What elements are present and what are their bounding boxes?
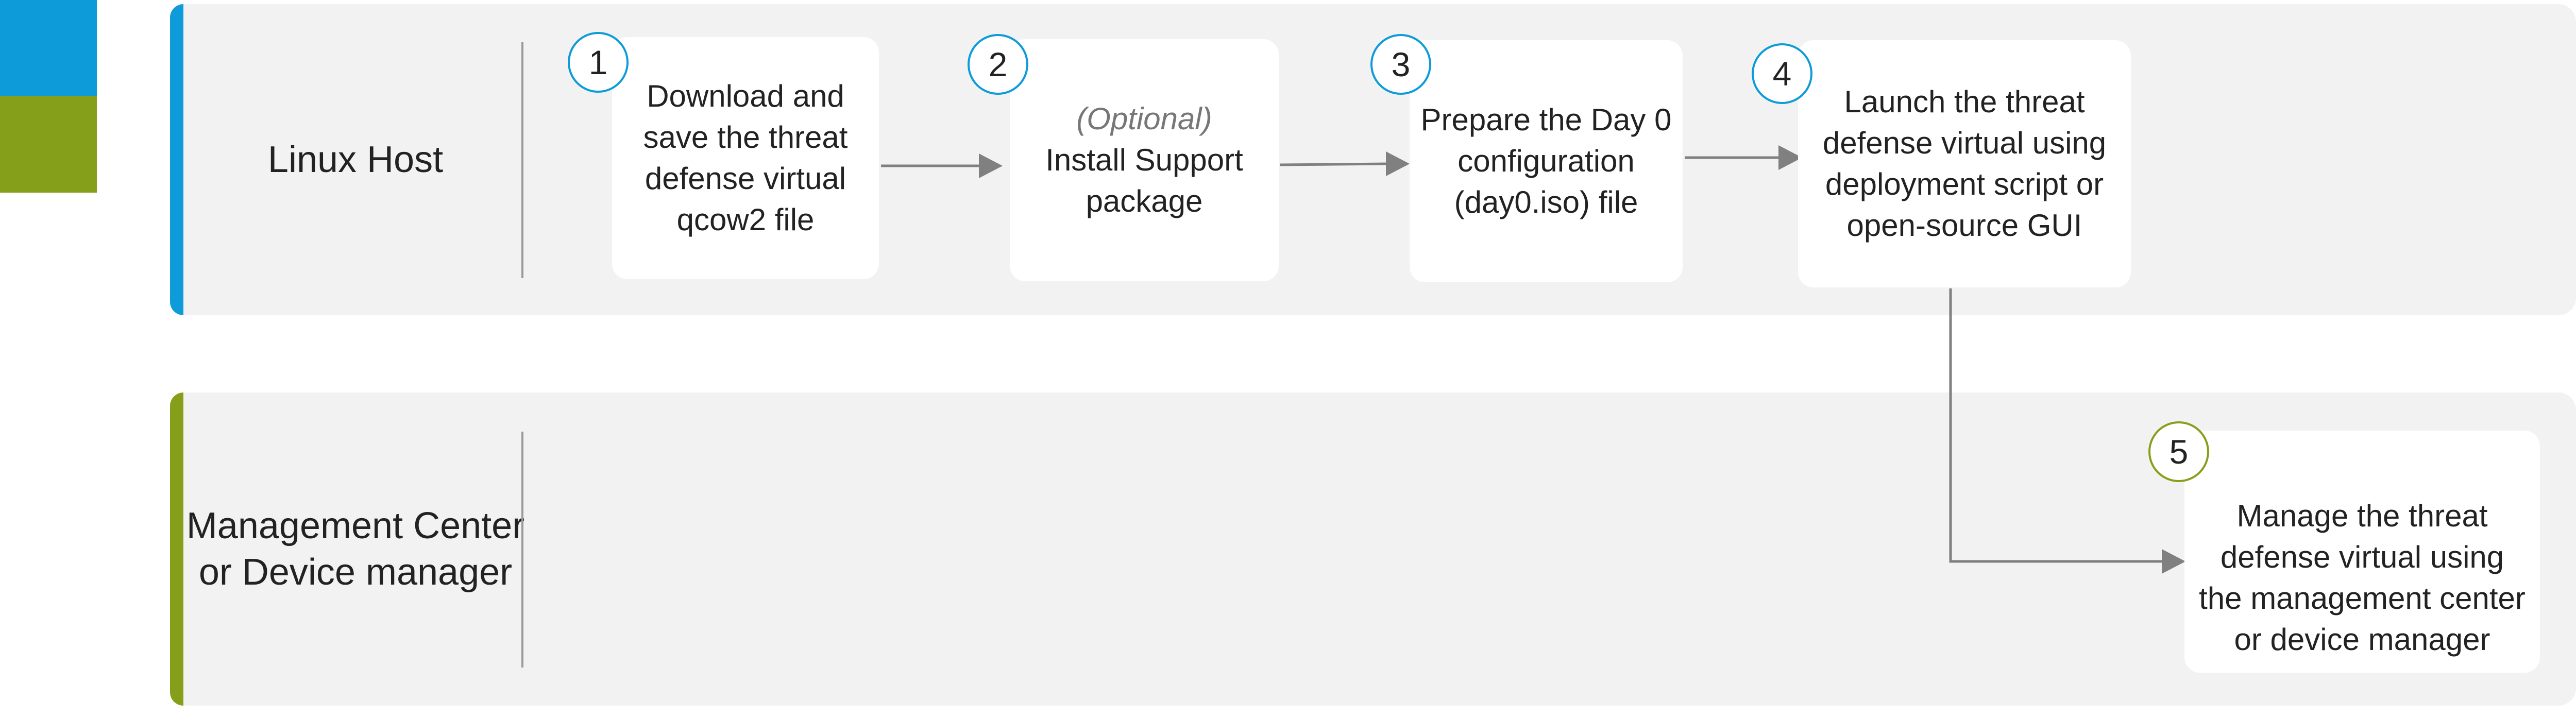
step-2-box: (Optional) Install Support package <box>1010 39 1279 281</box>
lane-accent-blue <box>170 4 183 315</box>
step-1-box: Download and save the threat defense vir… <box>612 37 879 279</box>
lane-title-management: Management Center or Device manager <box>186 505 525 593</box>
arrowhead-step5 <box>2162 549 2185 574</box>
step-3-number-badge: 3 <box>1370 34 1431 95</box>
arrowhead-step4 <box>1778 145 1802 170</box>
arrow-step4-to-step5 <box>1949 288 2162 563</box>
lane-accent-green <box>170 392 183 706</box>
arrow-step2-to-step3 <box>1279 162 1386 166</box>
step-2-optional-label: (Optional) <box>1076 101 1212 136</box>
step-2-number-badge: 2 <box>968 34 1028 95</box>
legend-blue-swatch <box>0 0 97 96</box>
step-1-text: Download and save the threat defense vir… <box>643 79 848 237</box>
step-2-text: Install Support package <box>1045 143 1243 218</box>
step-5-number-badge: 5 <box>2148 421 2209 482</box>
lane-divider <box>521 42 523 278</box>
step-3-text: Prepare the Day 0 configuration (day0.is… <box>1420 102 1672 219</box>
lane-title-linux-host: Linux Host <box>267 139 444 180</box>
step-3-box: Prepare the Day 0 configuration (day0.is… <box>1410 40 1683 282</box>
arrowhead-step3 <box>1386 151 1410 176</box>
lane-divider <box>521 432 523 668</box>
step-4-text: Launch the threat defense virtual using … <box>1822 84 2107 243</box>
step-5-text: Manage the threat defense virtual using … <box>2199 499 2526 657</box>
step-1-number-badge: 1 <box>568 32 629 93</box>
step-4-box: Launch the threat defense virtual using … <box>1798 40 2131 287</box>
arrowhead-step2 <box>979 153 1003 178</box>
step-5-box: Manage the threat defense virtual using … <box>2184 431 2540 673</box>
step-4-number-badge: 4 <box>1752 43 1812 104</box>
legend-green-swatch <box>0 96 97 193</box>
